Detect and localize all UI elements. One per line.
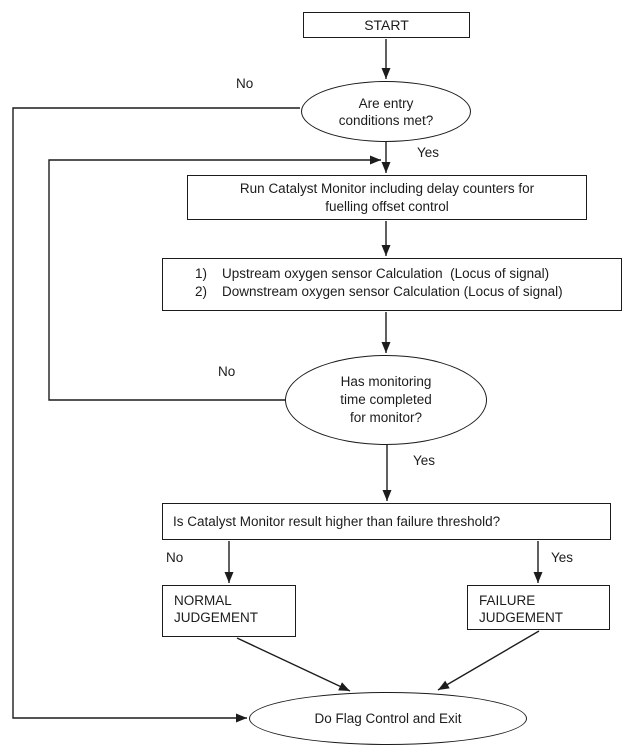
upstream-calculation-line: 1) Upstream oxygen sensor Calculation (L… [195, 266, 550, 281]
threshold-decision: Is Catalyst Monitor result higher than f… [162, 503, 611, 540]
connector-normal-to-exit [236, 637, 351, 692]
oxygen-sensor-calculation-process: 1) Upstream oxygen sensor Calculation (L… [162, 258, 622, 311]
connector-time-no-loop [48, 155, 381, 401]
flag-control-exit-label: Do Flag Control and Exit [314, 710, 462, 726]
edge-label-entry-yes: Yes [417, 145, 440, 160]
start-label: START [364, 17, 409, 33]
failure-judgement-label: FAILURE JUDGEMENT [479, 593, 563, 625]
entry-conditions-decision: Are entry conditions met? [301, 81, 471, 142]
threshold-decision-label: Is Catalyst Monitor result higher than f… [173, 513, 501, 529]
connector-entry-no-loop [12, 107, 300, 723]
flag-control-exit-node: Do Flag Control and Exit [249, 692, 527, 745]
edge-label-time-no: No [218, 364, 236, 379]
monitoring-time-decision: Has monitoring time completed for monito… [285, 355, 487, 445]
connector-failure-to-exit [437, 630, 540, 691]
edge-label-time-yes: Yes [413, 453, 436, 468]
run-catalyst-monitor-process: Run Catalyst Monitor including delay cou… [187, 175, 587, 220]
edge-label-entry-no: No [236, 76, 254, 91]
edge-label-threshold-yes: Yes [551, 550, 574, 565]
run-catalyst-monitor-label: Run Catalyst Monitor including delay cou… [239, 180, 535, 214]
monitoring-time-label: Has monitoring time completed for monito… [340, 374, 432, 425]
normal-judgement-label: NORMAL JUDGEMENT [174, 593, 258, 625]
entry-conditions-label: Are entry conditions met? [338, 95, 434, 128]
failure-judgement-node: FAILURE JUDGEMENT [467, 585, 610, 630]
normal-judgement-node: NORMAL JUDGEMENT [162, 585, 296, 637]
start-node: START [303, 12, 470, 38]
downstream-calculation-line: 2) Downstream oxygen sensor Calculation … [195, 284, 563, 299]
edge-label-threshold-no: No [166, 550, 184, 565]
